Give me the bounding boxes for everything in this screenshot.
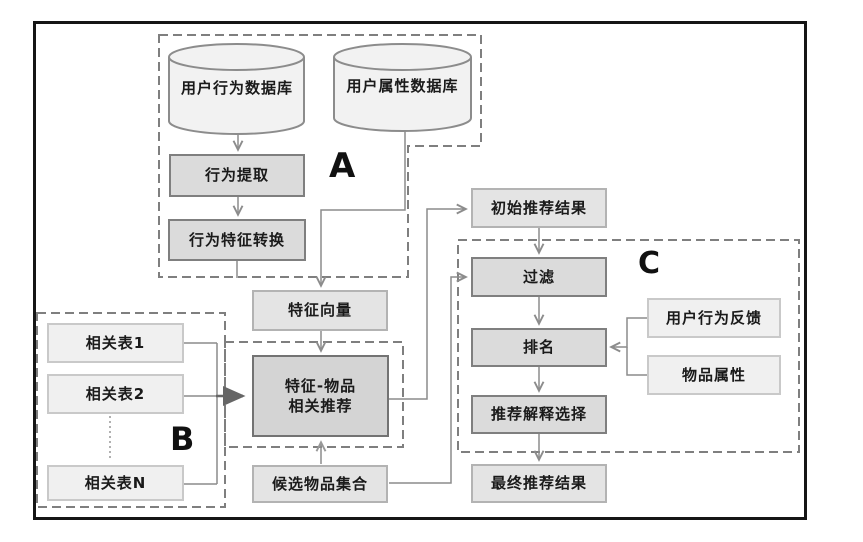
connector-featureitem-to-initial (389, 203, 468, 400)
user-behavior-db-label: 用户行为数据库 (180, 78, 293, 97)
ranking-box: 排名 (471, 328, 607, 367)
related-table-2-box: 相关表2 (47, 374, 184, 414)
item-attributes-box: 物品属性 (647, 355, 781, 395)
connector-attributedb-to-featurevector (315, 131, 406, 288)
feature-vector-box: 特征向量 (252, 290, 388, 331)
section-c-label: C (638, 246, 661, 281)
feature-item-recommendation-line1: 特征-物品 (284, 376, 357, 395)
rec-explanation-selection-box: 推荐解释选择 (471, 395, 607, 434)
final-rec-results-box: 最终推荐结果 (471, 464, 607, 503)
feature-item-dashed-region (224, 341, 404, 448)
connector-candidate-to-filter (389, 271, 468, 484)
section-c-dashed-region (457, 239, 800, 453)
feature-item-recommendation-line2: 相关推荐 (288, 397, 353, 415)
section-b-label: B (170, 420, 195, 458)
section-a-label: A (329, 146, 356, 186)
connector-feedback-to-ranking (609, 317, 647, 353)
section-a-dashed-region (158, 34, 482, 278)
behavior-feature-conversion-box: 行为特征转换 (168, 219, 306, 261)
related-table-1-box: 相关表1 (47, 323, 184, 363)
user-attribute-db-cylinder (333, 43, 472, 132)
connector-itemattrs-join (626, 347, 647, 376)
feature-item-recommendation-box: 特征-物品 相关推荐 (252, 355, 389, 437)
candidate-item-set-box: 候选物品集合 (252, 465, 388, 503)
related-table-n-box: 相关表N (47, 465, 184, 501)
user-behavior-feedback-box: 用户行为反馈 (647, 298, 781, 338)
user-attribute-db-label: 用户属性数据库 (346, 76, 459, 95)
user-behavior-db-cylinder (168, 43, 305, 135)
behavior-extraction-box: 行为提取 (169, 154, 305, 197)
initial-rec-results-box: 初始推荐结果 (471, 188, 607, 228)
filter-box: 过滤 (471, 257, 607, 297)
